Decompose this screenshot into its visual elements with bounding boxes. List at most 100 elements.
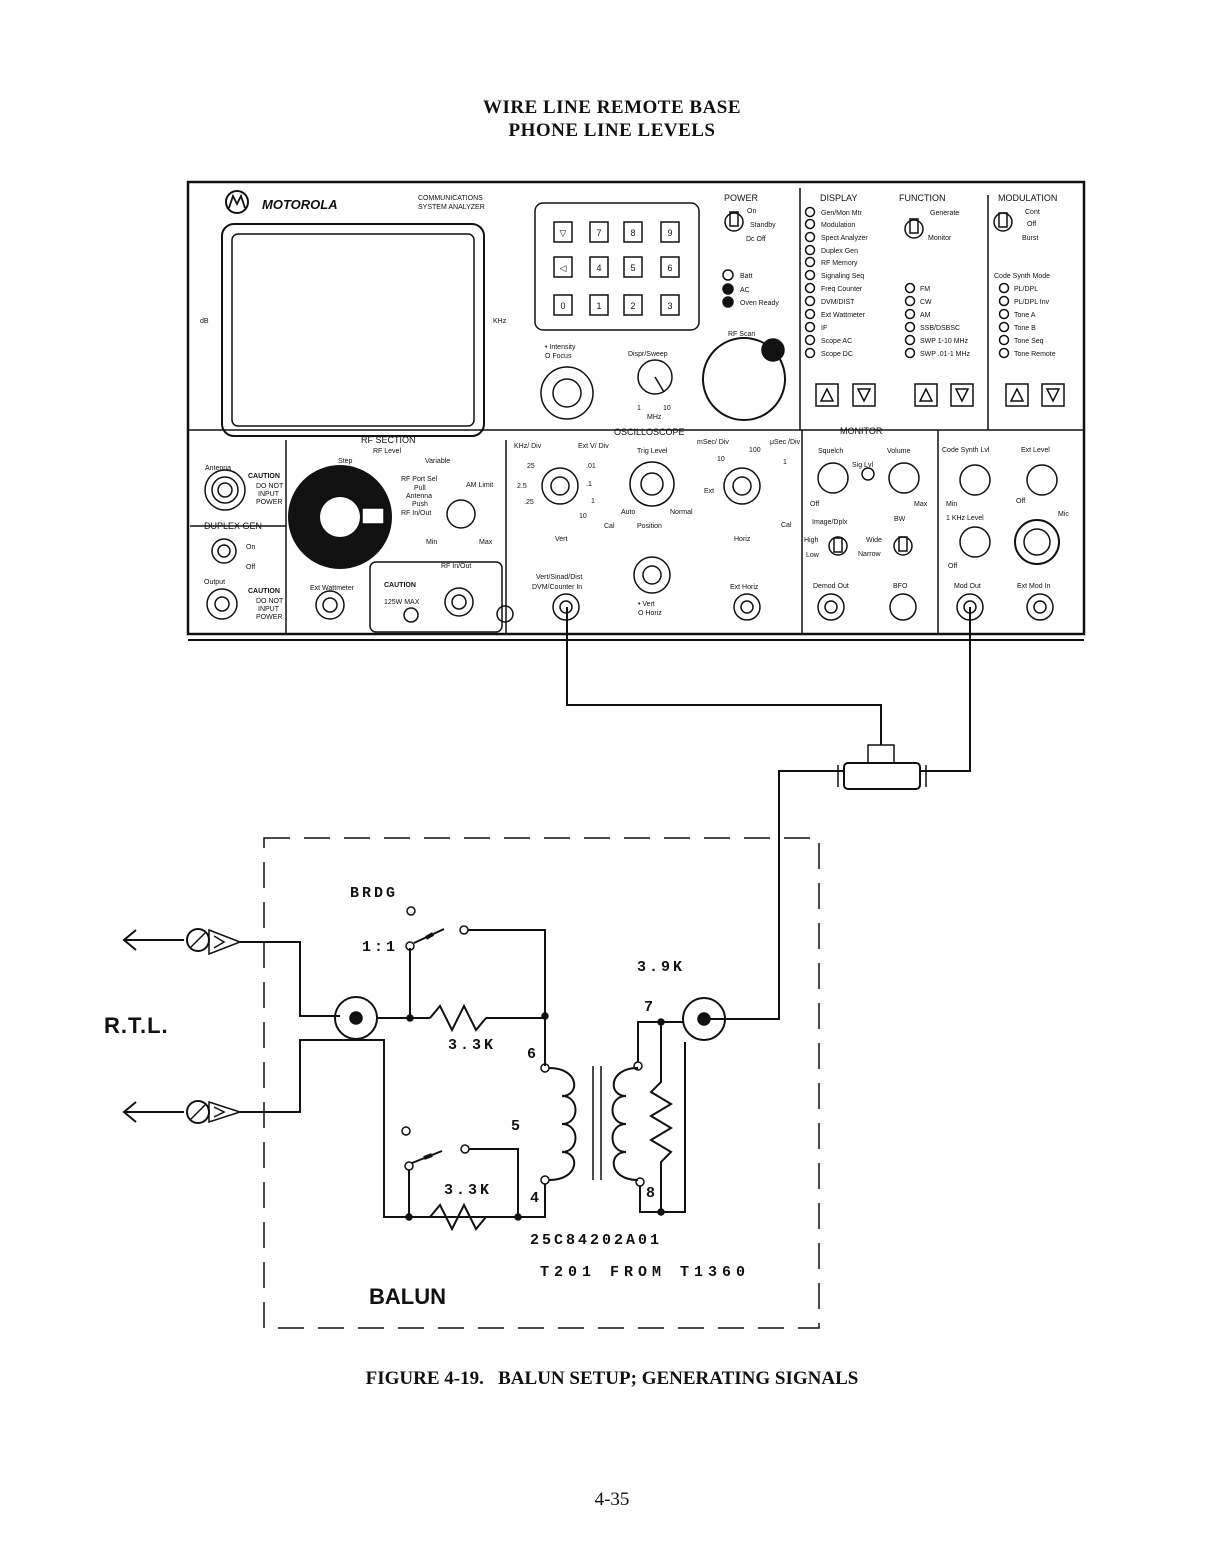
keypad-labels: ▽ 7 8 9 ◁ 4 5 6 0 1 2 3: [560, 228, 673, 311]
function-item-2: AM: [920, 312, 931, 319]
trig-level-label: Trig Level: [637, 448, 668, 455]
monitor-max-label: Max: [914, 501, 928, 508]
power-standby-label: Standby: [750, 222, 776, 229]
mod-item-0: PL/DPL: [1014, 286, 1038, 293]
function-monitor-label: Monitor: [928, 235, 952, 242]
duplex-off-label: Off: [246, 564, 255, 571]
modulation-header: MODULATION: [998, 193, 1057, 203]
arrow-buttons: [815, 383, 1065, 407]
volume-label: Volume: [887, 448, 910, 455]
model-label-1: COMMUNICATIONS: [418, 195, 483, 202]
oven-ready-label: Oven Ready: [740, 300, 779, 307]
push-label: Push: [412, 501, 428, 508]
display-item-0: Gen/Mon Mtr: [821, 210, 863, 217]
key-10: 2: [630, 301, 635, 311]
usec-div-label: μSec /Div: [770, 439, 801, 446]
antenna-port-label: Antenna: [406, 493, 432, 500]
function-item-5: SWP .01-1 MHz: [920, 351, 971, 358]
display-item-10: Scope AC: [821, 338, 852, 345]
narrow-label: Narrow: [858, 551, 882, 558]
mhz-10-label: 10: [663, 405, 671, 412]
key-2: 8: [630, 228, 635, 238]
osc-h1: 1: [783, 459, 787, 466]
modulation-items: PL/DPL PL/DPL Inv Tone A Tone B Tone Seq…: [1014, 286, 1056, 358]
tee-connector: [867, 744, 895, 764]
caution-top-label: CAUTION: [248, 473, 280, 480]
cable-tee-to-balun: [704, 770, 844, 1020]
transformer-label: T201 FROM T1360: [540, 1264, 750, 1281]
function-item-0: FM: [920, 286, 930, 293]
display-item-11: Scope DC: [821, 351, 853, 358]
key-0: ▽: [560, 228, 567, 238]
wide-label: Wide: [866, 537, 882, 544]
key-6: 5: [630, 263, 635, 273]
figure-title-line1: WIRE LINE REMOTE BASE: [482, 97, 742, 118]
bfo-label: BFO: [893, 583, 908, 590]
gen-min-label: Min: [946, 501, 957, 508]
balun-label: BALUN: [369, 1284, 446, 1309]
brdg-label: BRDG: [350, 885, 398, 902]
function-items: FM CW AM SSB/DSBSC SWP 1-10 MHz SWP .01-…: [920, 286, 971, 358]
antenna-connector: [204, 469, 246, 511]
mod-item-2: Tone A: [1014, 312, 1036, 319]
khz-level-label: 1 KHz Level: [946, 515, 984, 522]
ratio-label: 1:1: [362, 939, 398, 956]
balun-box: [263, 837, 820, 1329]
intensity-label: • Intensity: [545, 344, 576, 351]
mod-cont-label: Cont: [1025, 209, 1040, 216]
mod-item-4: Tone Seq: [1014, 338, 1044, 345]
key-11: 3: [667, 301, 672, 311]
function-leds: [904, 282, 916, 359]
osc-point25: .25: [524, 499, 534, 506]
function-generate-label: Generate: [930, 210, 959, 217]
pin-5-label: 5: [511, 1118, 523, 1135]
display-header: DISPLAY: [820, 193, 857, 203]
rf-port-sel-label: RF Port Sel: [401, 476, 438, 483]
cable-modout-to-tee: [921, 607, 971, 772]
ext-v-div-label: Ext V/ Div: [578, 443, 609, 450]
ext-horiz-label: Ext Horiz: [730, 584, 759, 591]
rf-level-label: RF Level: [373, 448, 401, 455]
figure-caption: FIGURE 4-19. BALUN SETUP; GENERATING SIG…: [365, 1368, 859, 1389]
power-header: POWER: [724, 193, 759, 203]
screen-khz-label: KHz: [493, 318, 507, 325]
rf-in-out-label: RF In/Out: [441, 563, 471, 570]
osc-10: 10: [579, 513, 587, 520]
resistor-right-label: 3.9K: [637, 959, 685, 976]
pin-7-label: 7: [644, 999, 656, 1016]
do-not-top: DO NOT: [256, 483, 284, 490]
power-dcoff-label: Dc Off: [746, 236, 766, 243]
balun-output-connector: [682, 997, 726, 1041]
step-label: Step: [338, 458, 353, 465]
osc-25: 25: [527, 463, 535, 470]
modulation-leds: [998, 282, 1010, 359]
osc-h10: 10: [717, 456, 725, 463]
osc-cal-left: Cal: [604, 523, 615, 530]
mod-burst-label: Burst: [1022, 235, 1038, 242]
mhz-1-label: 1: [637, 405, 641, 412]
figure-title-line2: PHONE LINE LEVELS: [508, 120, 716, 141]
rf-section-header: RF SECTION: [361, 435, 416, 445]
rf-scan-label: RF Scan: [728, 331, 755, 338]
secondary-coil: [611, 1067, 639, 1181]
motorola-logo-icon: [225, 190, 249, 214]
brand-label: MOTOROLA: [262, 197, 338, 212]
display-leds: [804, 206, 816, 359]
mhz-label: MHz: [647, 414, 662, 421]
mod-out-label: Mod Out: [954, 583, 981, 590]
osc-1: 1: [591, 498, 595, 505]
key-1: 7: [596, 228, 601, 238]
vert-sinad-label: Vert/Sinad/Dist: [536, 574, 582, 581]
display-item-2: Spect Analyzer: [821, 235, 868, 242]
osc-2-5: 2.5: [517, 483, 527, 490]
display-item-3: Duplex Gen: [821, 248, 858, 255]
function-header: FUNCTION: [899, 193, 946, 203]
am-limit-label: AM Limit: [466, 482, 493, 489]
gen-off-2-label: Off: [948, 563, 957, 570]
display-item-1: Modulation: [821, 222, 855, 229]
key-3: 9: [667, 228, 672, 238]
page-number: 4-35: [594, 1489, 630, 1510]
dispr-sweep-label: Dispr/Sweep: [628, 351, 668, 358]
pos-horiz-label: O Horiz: [638, 610, 662, 617]
